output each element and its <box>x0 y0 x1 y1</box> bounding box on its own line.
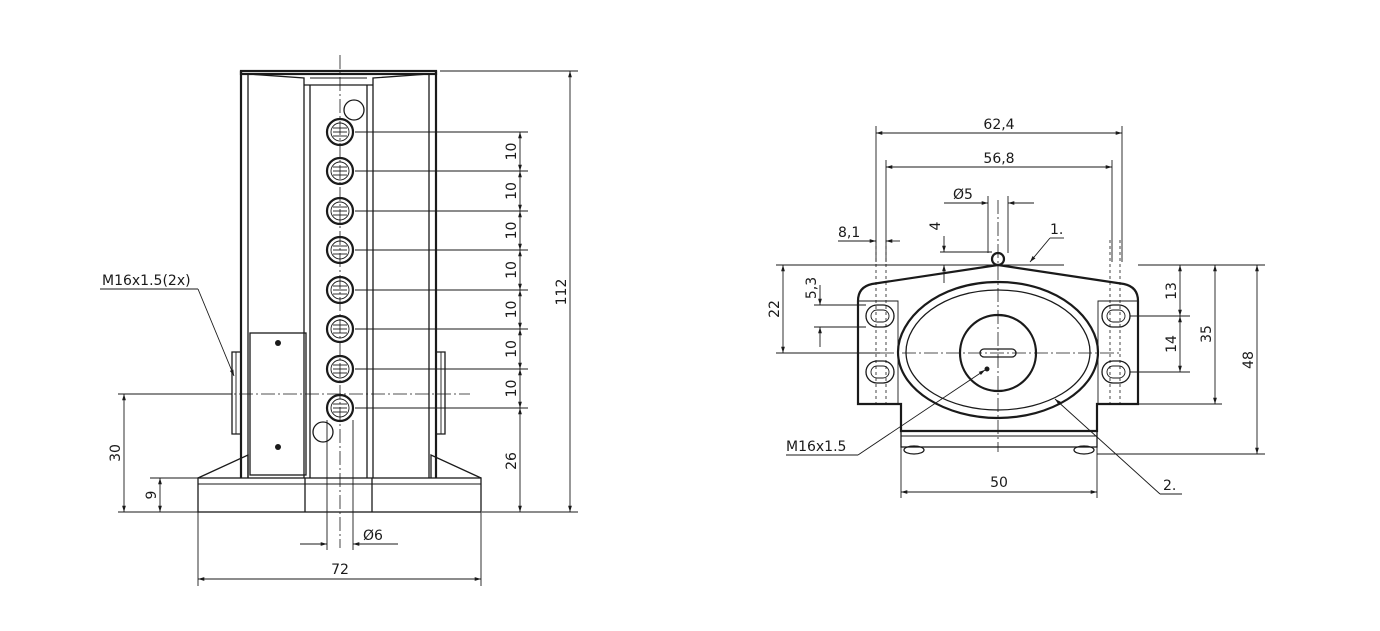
slot-top-right <box>1101 304 1131 328</box>
side-oval-body <box>896 280 1100 420</box>
slot-top-left <box>865 304 895 328</box>
dim-pitch-10: 10 <box>504 143 520 161</box>
dim-50: 50 <box>990 475 1008 491</box>
side-housing <box>856 263 1140 433</box>
dim-72: 72 <box>331 562 349 578</box>
sensor-hole <box>325 275 355 305</box>
dim-35: 35 <box>1199 325 1215 343</box>
sensor-hole <box>325 235 355 265</box>
sensor-hole <box>325 354 355 384</box>
sensor-holes <box>325 117 355 423</box>
dim-22: 22 <box>767 300 783 318</box>
pitch-dimensions: 10 10 10 10 10 10 10 <box>355 131 528 409</box>
port-block <box>249 332 307 476</box>
dim-pitch-10: 10 <box>504 182 520 200</box>
front-view <box>195 55 482 548</box>
dim-pitch-10: 10 <box>504 222 520 240</box>
dim-62-4: 62,4 <box>983 117 1014 133</box>
dim-112: 112 <box>554 279 570 306</box>
sensor-hole <box>325 196 355 226</box>
dim-48: 48 <box>1241 351 1257 369</box>
dim-pitch-10: 10 <box>504 301 520 319</box>
side-thread-callout: M16x1.5 <box>786 439 846 455</box>
side-dimensions: 62,4 56,8 Ø5 4 8,1 22 5,3 <box>767 117 1265 498</box>
sensor-hole <box>325 117 355 147</box>
item-1-callout: 1. <box>1050 222 1063 238</box>
sensor-hole <box>325 156 355 186</box>
dim-9: 9 <box>144 491 160 500</box>
dim-4: 4 <box>928 221 944 230</box>
sensor-hole <box>325 393 355 423</box>
front-dimensions: 112 10 10 10 10 10 10 10 26 30 9 72 Ø6 M16x1.5… <box>100 70 578 586</box>
dim-pitch-10: 10 <box>504 261 520 279</box>
dim-26: 26 <box>504 452 520 470</box>
dim-56-8: 56,8 <box>983 151 1014 167</box>
sensor-hole <box>325 314 355 344</box>
dim-pitch-10: 10 <box>504 340 520 358</box>
dim-30: 30 <box>108 444 124 462</box>
item-2-callout: 2. <box>1163 478 1176 494</box>
slot-bottom-right <box>1101 360 1131 384</box>
dim-5-3: 5,3 <box>804 277 820 299</box>
base-plate <box>197 477 482 513</box>
dim-14: 14 <box>1164 335 1180 353</box>
side-view <box>856 200 1140 455</box>
dim-8-1: 8,1 <box>838 225 860 241</box>
dim-pitch-10: 10 <box>504 380 520 398</box>
left-port <box>231 351 241 435</box>
right-port <box>436 351 446 435</box>
dim-pin-diameter: Ø5 <box>953 187 973 203</box>
side-base <box>900 430 1098 448</box>
dim-13: 13 <box>1164 282 1180 300</box>
slot-bottom-left <box>865 360 895 384</box>
dim-hole-diameter: Ø6 <box>363 528 383 544</box>
front-thread-callout: M16x1.5(2x) <box>102 273 191 289</box>
